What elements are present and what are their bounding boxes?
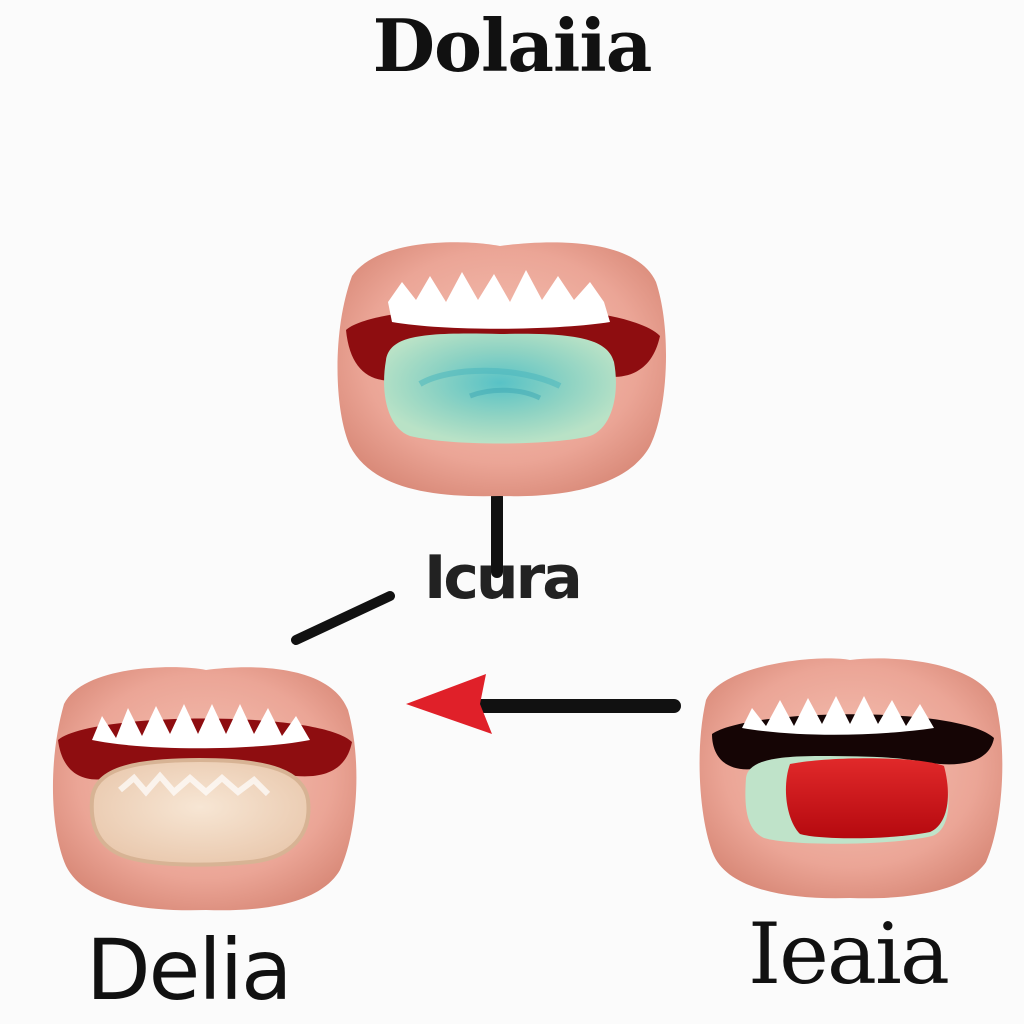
arrow-icon bbox=[406, 674, 492, 734]
left-node-label: Delia bbox=[86, 921, 293, 1019]
mouth-icon-top bbox=[337, 242, 667, 497]
center-node-label: Icura bbox=[424, 543, 583, 613]
mouth-icon-left bbox=[52, 667, 357, 911]
mouth-icon-right bbox=[699, 658, 1003, 899]
connector-diagonal bbox=[291, 591, 395, 645]
right-node-label: Ieaia bbox=[748, 905, 950, 1003]
diagram-title: Dolaiia bbox=[372, 3, 653, 88]
